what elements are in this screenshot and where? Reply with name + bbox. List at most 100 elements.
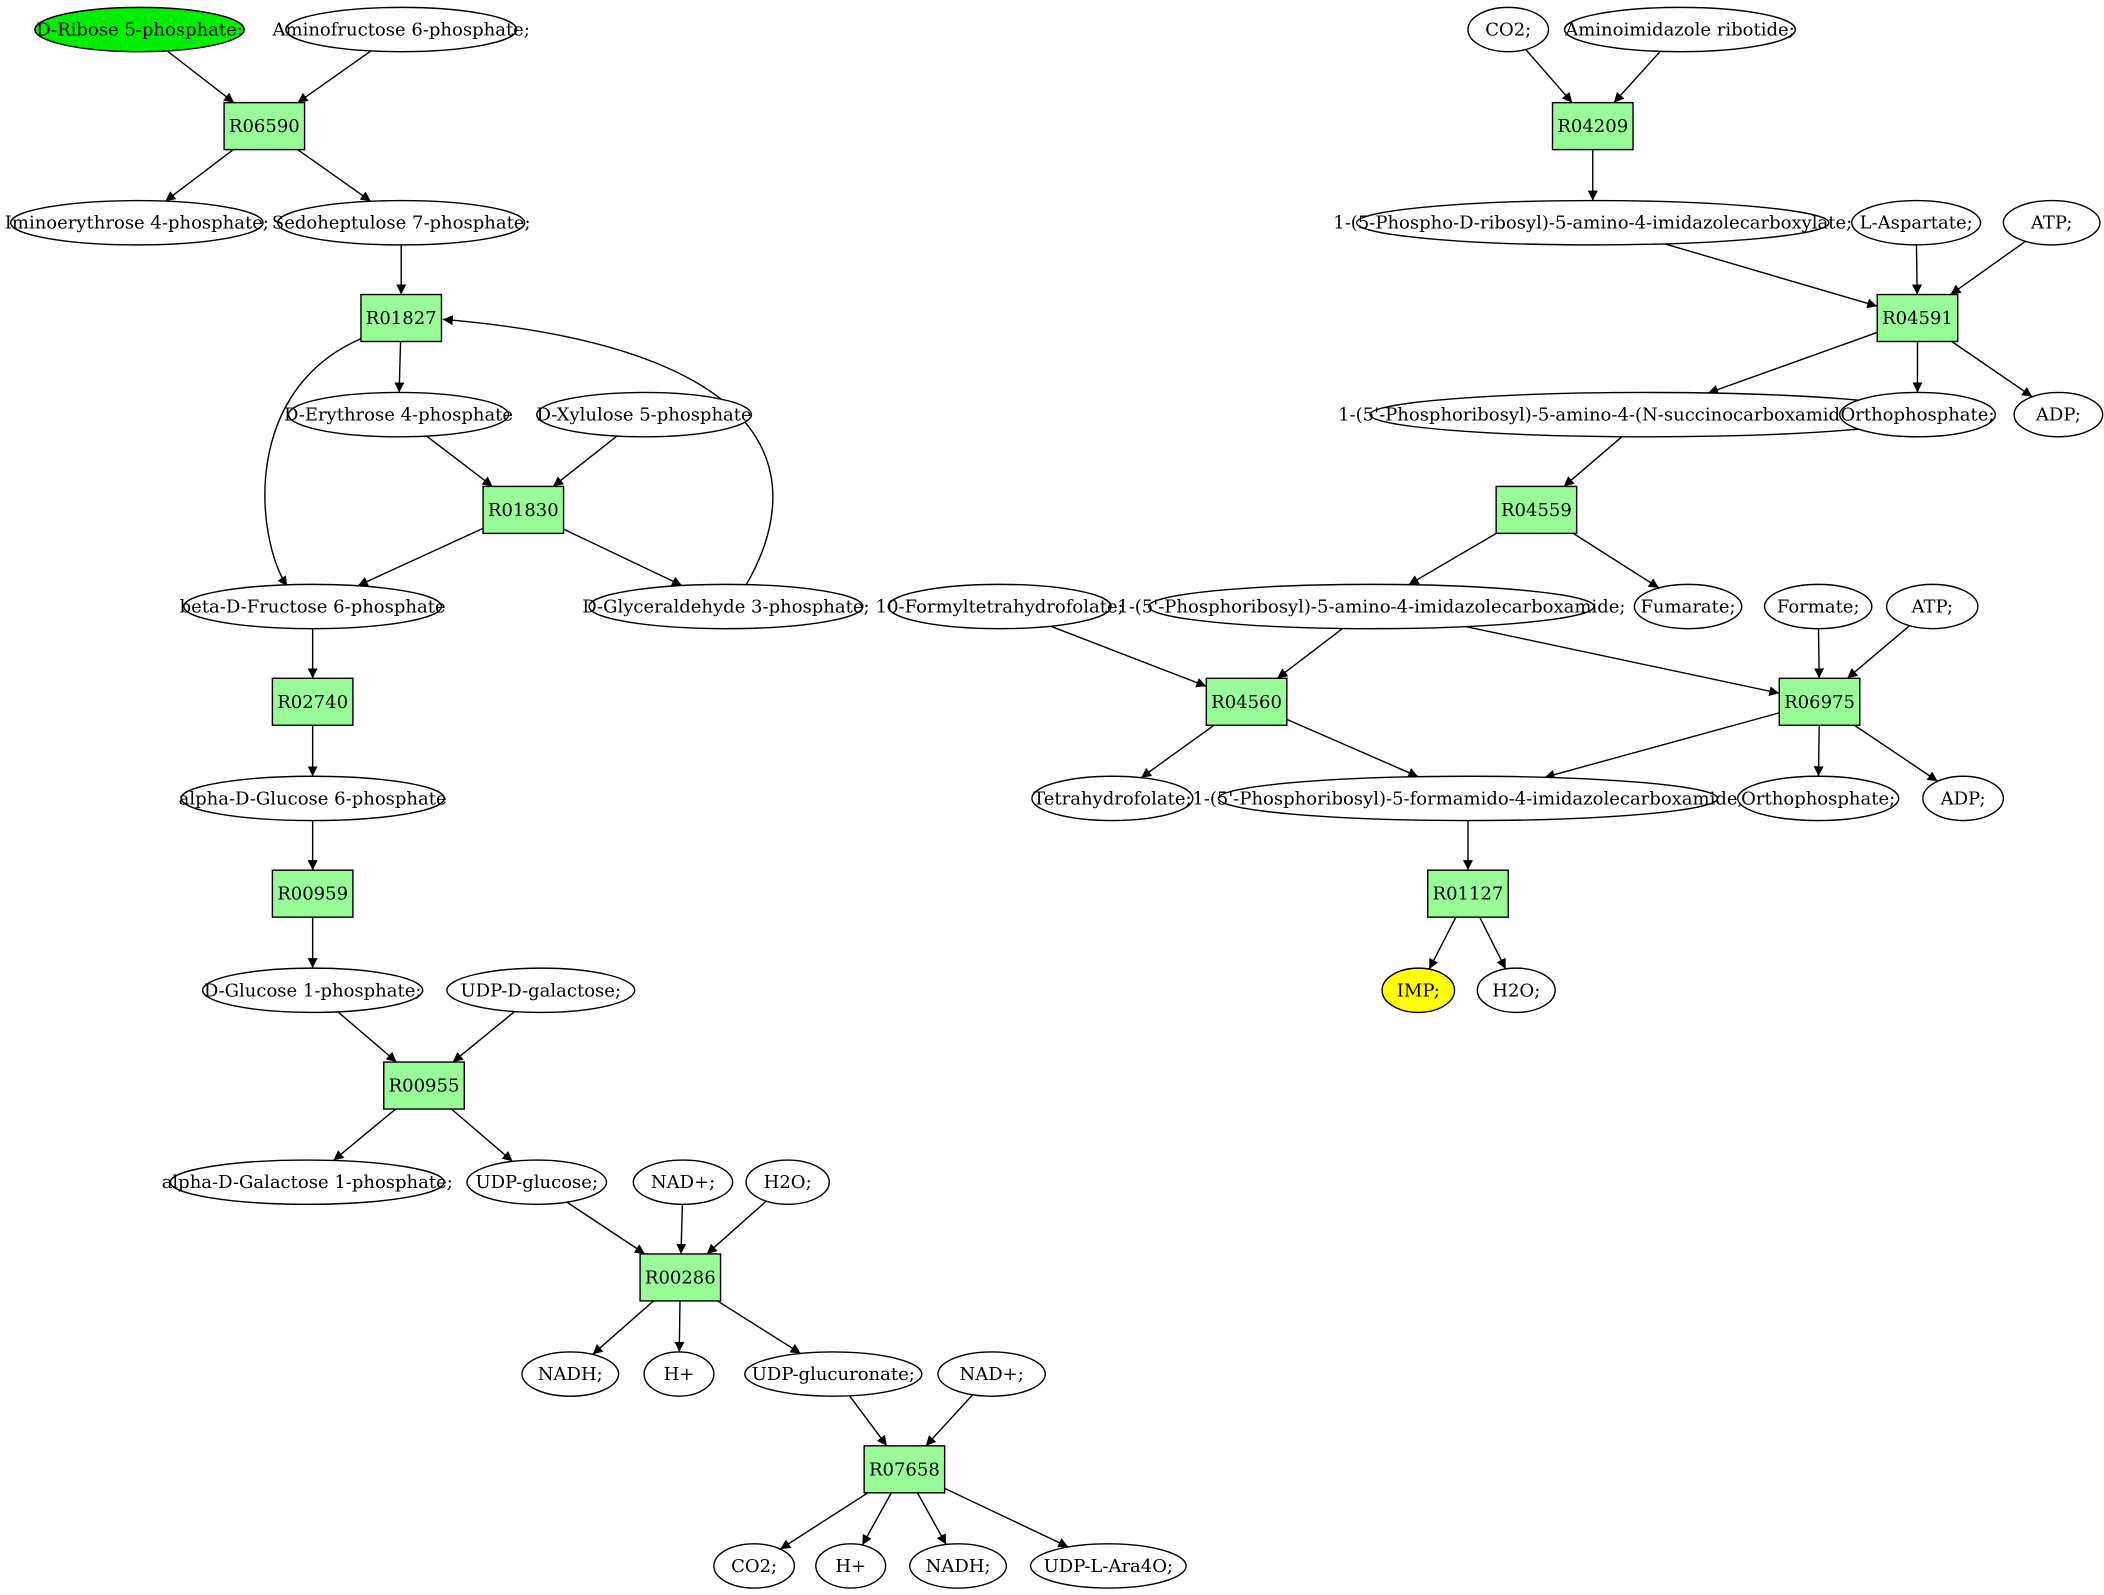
- metabolite-node-atp2[interactable]: ATP;: [1885, 583, 1979, 630]
- reaction-node-R04559[interactable]: R04559: [1495, 485, 1578, 535]
- metabolite-ellipse: [1736, 775, 1900, 822]
- metabolite-ellipse: [2013, 391, 2104, 438]
- metabolite-node-aicar[interactable]: 1-(5'-Phosphoribosyl)-5-amino-4-imidazol…: [1117, 583, 1625, 630]
- node-label: ADP;: [1940, 788, 1986, 809]
- metabolite-node-iminoerythrose4p[interactable]: Iminoerythrose 4-phosphate;: [5, 199, 269, 246]
- reaction-box: [223, 101, 306, 151]
- metabolite-node-fumarate[interactable]: Fumarate;: [1633, 583, 1743, 630]
- metabolite-ellipse: [201, 967, 424, 1014]
- node-label: R06590: [229, 116, 300, 137]
- metabolite-node-sedoheptulose7p[interactable]: Sedoheptulose 7-phosphate;: [272, 199, 531, 246]
- metabolite-ellipse: [446, 967, 636, 1014]
- node-label: D-Xylulose 5-phosphate: [536, 405, 751, 426]
- metabolite-node-hplus2[interactable]: H+: [815, 1543, 887, 1589]
- metabolite-node-glyceraldehyde3p[interactable]: D-Glyceraldehyde 3-phosphate;: [582, 583, 870, 630]
- metabolite-node-hplus1[interactable]: H+: [643, 1351, 715, 1397]
- metabolite-ellipse: [277, 199, 526, 246]
- metabolite-node-pi1[interactable]: Orthophosphate;: [1838, 391, 1997, 438]
- edge-xylulose5p-to-R01830: [552, 435, 618, 487]
- metabolite-node-udpgalactose[interactable]: UDP-D-galactose;: [446, 967, 636, 1014]
- metabolite-node-udpglucose[interactable]: UDP-glucose;: [466, 1159, 608, 1205]
- metabolite-ellipse: [521, 1351, 620, 1397]
- node-label: R01830: [488, 500, 559, 521]
- metabolite-node-imp[interactable]: IMP;: [1381, 967, 1456, 1014]
- reaction-node-R07658[interactable]: R07658: [863, 1445, 946, 1494]
- metabolite-node-ribose5p[interactable]: D-Ribose 5-phosphate;: [34, 6, 245, 53]
- edge-glucose1p-to-R00955: [337, 1011, 398, 1063]
- metabolite-node-atp1[interactable]: ATP;: [2002, 199, 2101, 246]
- metabolite-node-udpglucuronate[interactable]: UDP-glucuronate;: [744, 1351, 923, 1397]
- reaction-box: [271, 677, 354, 726]
- reaction-node-R02740[interactable]: R02740: [271, 677, 354, 726]
- edge-nadplus2-to-R07658: [925, 1394, 974, 1447]
- node-label: D-Glyceraldehyde 3-phosphate;: [582, 597, 869, 618]
- edge-ribose5p-to-R06590: [166, 50, 235, 104]
- metabolite-node-co2a[interactable]: CO2;: [1467, 6, 1550, 53]
- reaction-node-R04209[interactable]: R04209: [1551, 101, 1634, 151]
- node-label: CO2;: [1485, 20, 1531, 41]
- edge-formylthf-to-R04560: [1050, 625, 1207, 688]
- edge-R06590-to-iminoerythrose4p: [164, 149, 234, 202]
- reaction-node-R01827[interactable]: R01827: [360, 293, 443, 343]
- metabolite-node-nadplus1[interactable]: NAD+;: [632, 1159, 734, 1205]
- metabolite-ellipse: [169, 1159, 445, 1205]
- metabolite-node-formylthf[interactable]: 10-Formyltetrahydrofolate;: [876, 583, 1124, 630]
- edge-R07658-to-udplara4o: [944, 1487, 1069, 1548]
- node-label: Orthophosphate;: [1741, 788, 1895, 809]
- metabolite-ellipse: [1467, 6, 1550, 53]
- metabolite-node-nadplus2[interactable]: NAD+;: [937, 1351, 1046, 1397]
- metabolite-ellipse: [744, 1351, 923, 1397]
- node-label: Aminofructose 6-phosphate;: [272, 20, 530, 41]
- metabolite-node-formate[interactable]: Formate;: [1763, 583, 1873, 630]
- reaction-node-R06590[interactable]: R06590: [223, 101, 306, 151]
- node-label: Orthophosphate;: [1840, 405, 1994, 426]
- metabolite-ellipse: [1563, 6, 1797, 53]
- metabolite-ellipse: [1381, 967, 1456, 1014]
- metabolite-node-nadh1[interactable]: NADH;: [521, 1351, 620, 1397]
- metabolite-node-xylulose5p[interactable]: D-Xylulose 5-phosphate: [536, 391, 753, 438]
- reaction-node-R00955[interactable]: R00955: [383, 1061, 465, 1110]
- reaction-node-R04560[interactable]: R04560: [1205, 677, 1288, 726]
- node-label: 1-(5-Phospho-D-ribosyl)-5-amino-4-imidaz…: [1333, 213, 1852, 234]
- metabolite-node-nadh2[interactable]: NADH;: [909, 1543, 1008, 1589]
- edge-atp2-to-R06975: [1846, 625, 1910, 679]
- node-label: D-Glucose 1-phosphate;: [204, 980, 422, 1001]
- edge-R06975-to-pi2: [1813, 725, 1824, 777]
- reaction-node-R06975[interactable]: R06975: [1778, 677, 1861, 726]
- metabolite-node-air[interactable]: Aminoimidazole ribotide;: [1563, 6, 1797, 53]
- metabolite-node-thf[interactable]: Tetrahydrofolate;: [1031, 775, 1194, 822]
- metabolite-node-udplara4o[interactable]: UDP-L-Ara4O;: [1029, 1543, 1187, 1589]
- reaction-node-R00286[interactable]: R00286: [639, 1253, 722, 1302]
- metabolite-node-cair[interactable]: 1-(5-Phospho-D-ribosyl)-5-amino-4-imidaz…: [1333, 199, 1852, 246]
- metabolite-node-fructose6p[interactable]: beta-D-Fructose 6-phosphate: [180, 583, 446, 630]
- reaction-node-R01127[interactable]: R01127: [1427, 869, 1509, 918]
- metabolite-node-glucose1p[interactable]: D-Glucose 1-phosphate;: [201, 967, 424, 1014]
- node-label: NAD+;: [959, 1364, 1023, 1385]
- node-label: Formate;: [1777, 597, 1860, 618]
- metabolite-node-faicar[interactable]: 1-(5'-Phosphoribosyl)-5-formamido-4-imid…: [1192, 775, 1744, 822]
- metabolite-ellipse: [909, 1543, 1008, 1589]
- edge-R04559-to-fumarate: [1572, 532, 1660, 589]
- metabolite-node-pi2[interactable]: Orthophosphate;: [1736, 775, 1900, 822]
- edge-R01830-to-fructose6p: [357, 527, 484, 587]
- metabolite-node-galactose1p[interactable]: alpha-D-Galactose 1-phosphate;: [162, 1159, 453, 1205]
- metabolite-node-erythrose4p[interactable]: D-Erythrose 4-phosphate: [284, 391, 513, 438]
- edge-air-to-R04209: [1613, 50, 1661, 104]
- metabolite-node-adp2[interactable]: ADP;: [1922, 775, 2005, 822]
- metabolite-node-co2b[interactable]: CO2;: [713, 1543, 796, 1589]
- node-label: Iminoerythrose 4-phosphate;: [5, 213, 269, 234]
- metabolite-node-h2o1[interactable]: H2O;: [745, 1159, 830, 1205]
- metabolite-node-adp1[interactable]: ADP;: [2013, 391, 2104, 438]
- node-label: NADH;: [538, 1364, 603, 1385]
- metabolite-node-h2o2[interactable]: H2O;: [1476, 967, 1556, 1014]
- reaction-node-R00959[interactable]: R00959: [271, 869, 354, 918]
- reaction-node-R04591[interactable]: R04591: [1876, 293, 1959, 343]
- metabolite-node-laspartate[interactable]: L-Aspartate;: [1851, 199, 1982, 246]
- metabolite-node-aminofructose6p[interactable]: Aminofructose 6-phosphate;: [272, 6, 530, 53]
- edge-R01127-to-h2o2: [1479, 916, 1507, 970]
- node-label: H2O;: [764, 1172, 812, 1193]
- metabolite-node-glucose6p[interactable]: alpha-D-Glucose 6-phosphate: [179, 775, 447, 822]
- reaction-box: [271, 869, 354, 918]
- node-label: R04560: [1211, 692, 1282, 713]
- reaction-node-R01830[interactable]: R01830: [482, 485, 565, 535]
